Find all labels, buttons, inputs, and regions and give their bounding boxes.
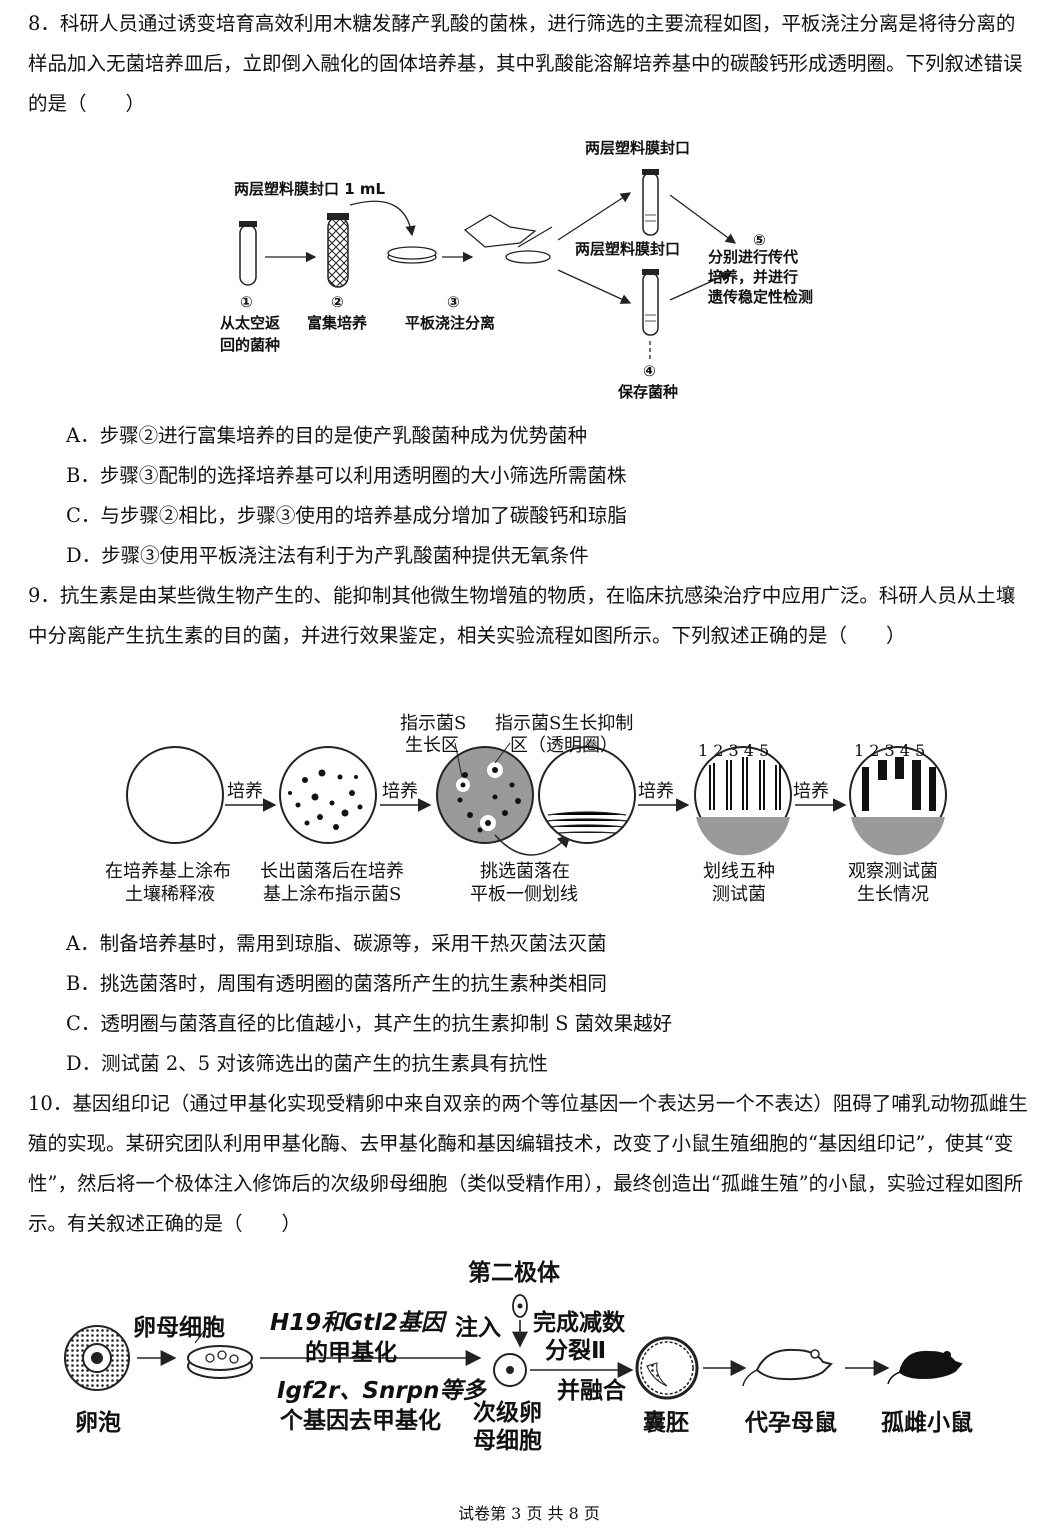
q10-label-methylation-a: H19和Gtl2基因	[270, 1310, 445, 1336]
q10-label-demethylation-b: 个基因去甲基化	[280, 1408, 441, 1434]
q8-step5-label-c: 遗传稳定性检测	[708, 288, 814, 306]
q10-label-polar-body: 第二极体	[468, 1260, 560, 1286]
q8-step3-number: ③	[447, 293, 460, 311]
q9-caption-3b: 平板一侧划线	[470, 884, 578, 905]
q8-stem: 8．科研人员通过诱变培育高效利用木糖发酵产乳酸的菌株，进行筛选的主要流程如图，平…	[28, 12, 1023, 115]
q8-label-seal-mid: 两层塑料膜封口 1 mL	[234, 180, 386, 198]
q10-flow-diagram	[64, 1294, 963, 1400]
q10-label-meiosis-b: 分裂Ⅱ	[545, 1338, 607, 1364]
q9-arrow-label-3: 培养	[638, 781, 674, 802]
q10-label-fuse: 并融合	[557, 1378, 626, 1404]
q8-step1-label-b: 回的菌种	[220, 336, 281, 354]
q9-flow-diagram	[126, 742, 947, 856]
q8-option-d: D．步骤③使用平板浇注法有利于为产乳酸菌种提供无氧条件	[66, 544, 589, 567]
q9-figure: 指示菌S 生长区 指示菌S生长抑制 区（透明圈） 培养 培养 培养 培养 1 2…	[100, 705, 960, 920]
q10-label-pup: 孤雌小鼠	[881, 1410, 973, 1436]
q9-arrow-label-2: 培养	[382, 781, 418, 802]
q8-step5-label-a: 分别进行传代	[708, 248, 799, 266]
page-footer: 试卷第 3 页 共 8 页	[458, 1504, 600, 1523]
q10-label-secondary-a: 次级卵	[473, 1400, 542, 1426]
q9-caption-2a: 长出菌落后在培养	[260, 861, 404, 882]
q9-caption-5b: 生长情况	[857, 884, 929, 905]
q9-label-inhibition-b: 区（透明圈）	[510, 735, 618, 756]
q8-label-seal-top: 两层塑料膜封口	[585, 139, 691, 157]
q8-step1-number: ①	[240, 293, 253, 311]
q9-caption-4a: 划线五种	[703, 861, 775, 882]
q9-caption-1b: 土壤稀释液	[125, 884, 215, 905]
q8-step1-label-a: 从太空返	[220, 314, 281, 332]
q8-label-seal-right: 两层塑料膜封口	[575, 240, 681, 258]
q8-step4-label: 保存菌种	[618, 383, 679, 401]
q9-strain-numbers-2: 1 2 3 4 5	[854, 741, 926, 760]
q9-option-a: A．制备培养基时，需用到琼脂、碳源等，采用干热灭菌法灭菌	[66, 932, 607, 955]
q8-option-b: B．步骤③配制的选择培养基可以利用透明圈的大小筛选所需菌株	[66, 464, 627, 487]
q10-label-meiosis-a: 完成减数	[533, 1310, 625, 1336]
q9-label-indicator-zone-a: 指示菌S	[400, 713, 467, 734]
q9-arrow-label-1: 培养	[227, 781, 263, 802]
q9-caption-5a: 观察测试菌	[848, 861, 938, 882]
q9-caption-1a: 在培养基上涂布	[105, 861, 231, 882]
q8-step2-label: 富集培养	[307, 314, 368, 332]
q9-option-b: B．挑选菌落时，周围有透明圈的菌落所产生的抗生素种类相同	[66, 972, 607, 995]
q8-step4-number: ④	[643, 362, 656, 380]
q9-option-d: D．测试菌 2、5 对该筛选出的菌产生的抗生素具有抗性	[66, 1052, 548, 1075]
q10-label-blastocyst: 囊胚	[643, 1410, 689, 1436]
q10-label-follicle: 卵泡	[75, 1410, 121, 1436]
q10-label-methylation-b: 的甲基化	[305, 1340, 397, 1366]
q9-stem: 9．抗生素是由某些微生物产生的、能抑制其他微生物增殖的物质，在临床抗感染治疗中应…	[28, 584, 1016, 647]
q10-figure: 第二极体 卵母细胞 H19和Gtl2基因 的甲基化 Igf2r、Snrpn等多 …	[55, 1258, 1015, 1473]
q9-arrow-label-4: 培养	[793, 781, 829, 802]
q8-flow-diagram	[239, 169, 737, 361]
q8-step5-number: ⑤	[753, 231, 766, 249]
q10-label-secondary-b: 母细胞	[473, 1428, 542, 1454]
q10-label-oocyte: 卵母细胞	[133, 1315, 225, 1341]
q10-label-inject: 注入	[455, 1315, 501, 1341]
q10-label-surrogate: 代孕母鼠	[745, 1410, 837, 1436]
q9-caption-4b: 测试菌	[712, 884, 766, 905]
q8-step2-number: ②	[331, 293, 344, 311]
q8-step5-label-b: 培养，并进行	[708, 268, 799, 286]
q8-figure: 两层塑料膜封口 两层塑料膜封口 1 mL 两层塑料膜封口 ① 从太空返 回的菌种…	[200, 135, 840, 410]
q8-option-c: C．与步骤②相比，步骤③使用的培养基成分增加了碳酸钙和琼脂	[66, 504, 627, 527]
q9-label-inhibition-a: 指示菌S生长抑制	[495, 713, 634, 734]
q10-label-demethylation-a: Igf2r、Snrpn等多	[277, 1378, 486, 1404]
q8-step3-label: 平板浇注分离	[405, 314, 496, 332]
q9-caption-3a: 挑选菌落在	[480, 861, 570, 882]
q9-strain-numbers-1: 1 2 3 4 5	[698, 741, 770, 760]
q9-caption-2b: 基上涂布指示菌S	[263, 884, 402, 905]
q9-option-c: C．透明圈与菌落直径的比值越小，其产生的抗生素抑制 S 菌效果越好	[66, 1012, 673, 1035]
q8-option-a: A．步骤②进行富集培养的目的是使产乳酸菌种成为优势菌种	[66, 424, 588, 447]
q10-stem: 10．基因组印记（通过甲基化实现受精卵中来自双亲的两个等位基因一个表达另一个不表…	[28, 1092, 1028, 1235]
q9-label-indicator-zone-b: 生长区	[405, 735, 459, 756]
